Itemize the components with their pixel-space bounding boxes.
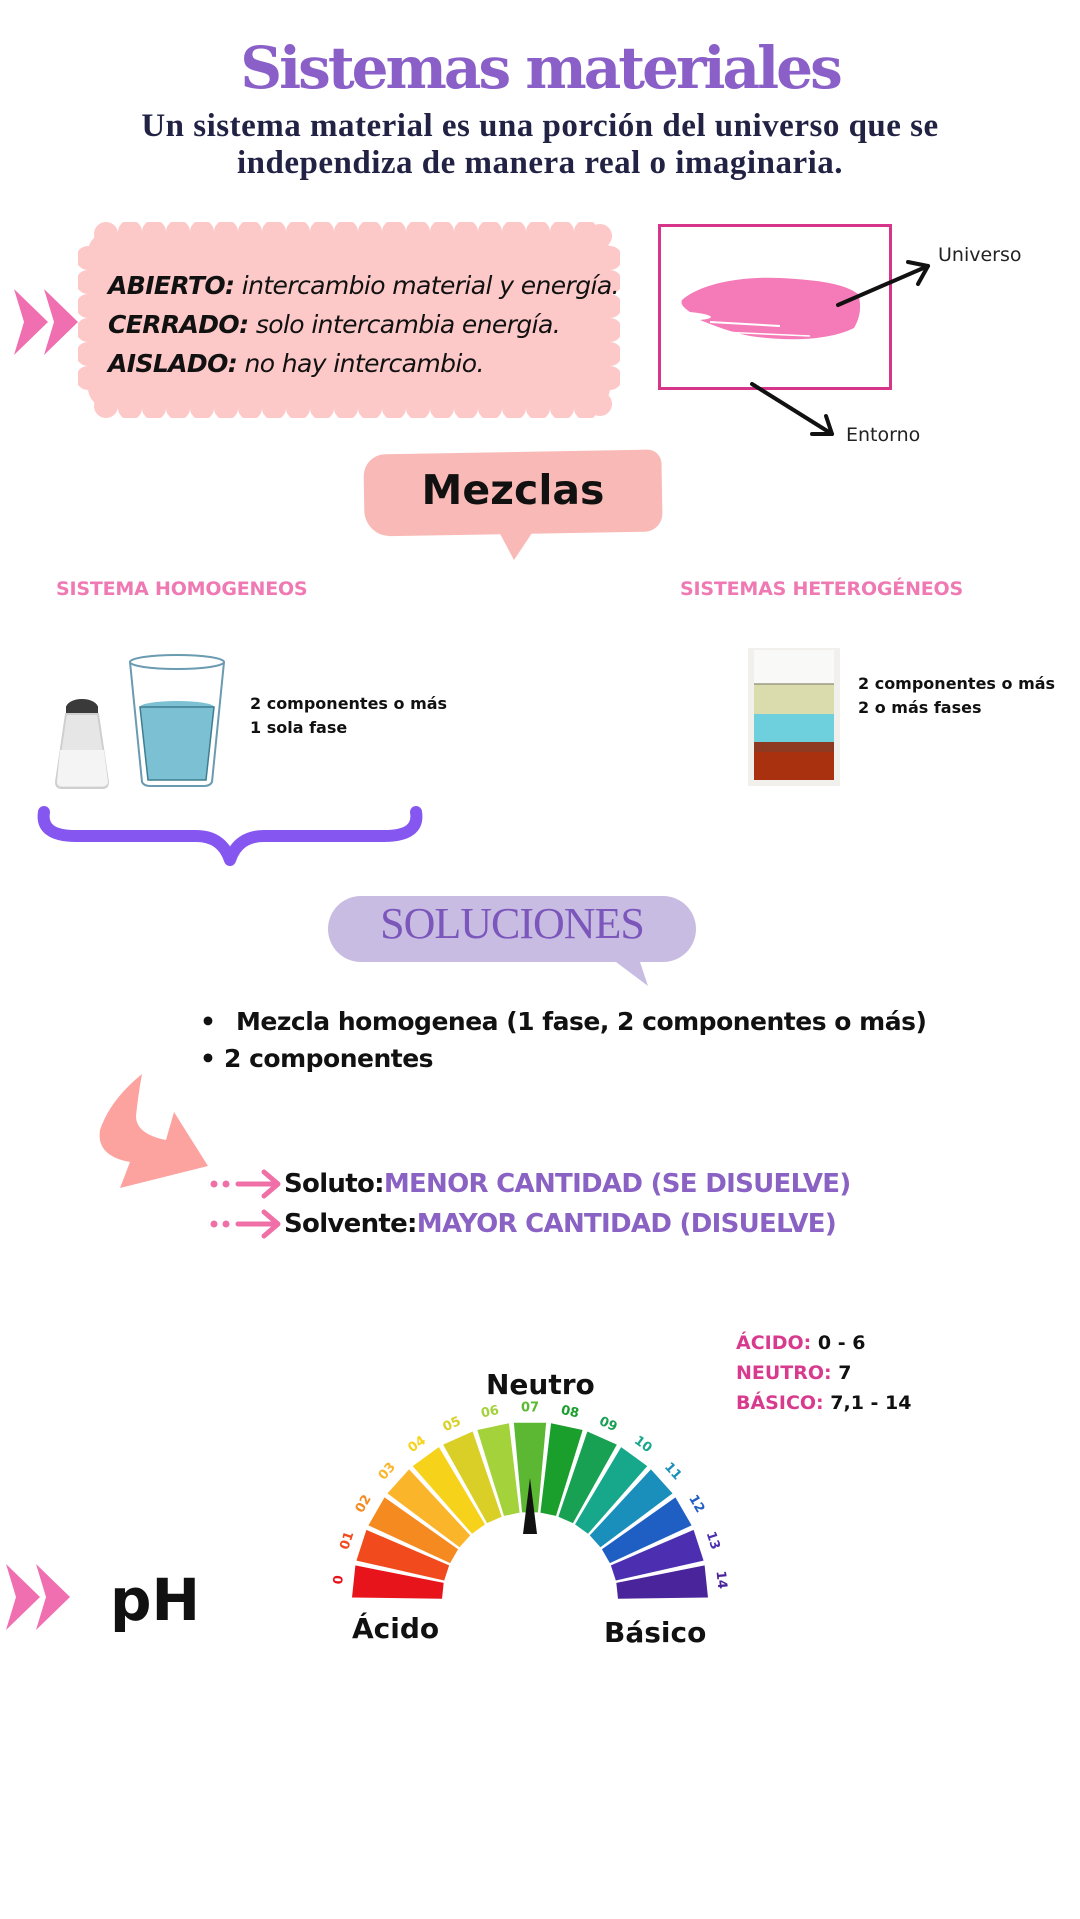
- dotted-arrow-icon: [210, 1169, 281, 1199]
- subtitle-line-2: independiza de manera real o imaginaria.: [236, 145, 844, 181]
- ph-segment: [443, 1431, 502, 1524]
- mezclas-bubble-tail: [498, 530, 534, 560]
- ph-segment: [356, 1529, 450, 1581]
- heterogeneous-description: 2 componentes o más 2 o más fases: [858, 674, 1056, 717]
- ph-tick-label: 11: [661, 1460, 684, 1483]
- soluciones-title: SOLUCIONES: [380, 899, 645, 948]
- cloud-box-background: [78, 222, 620, 418]
- ph-legend: ÁCIDO: 0 - 6 NEUTRO: 7 BÁSICO: 7,1 - 14: [736, 1328, 911, 1418]
- ph-segment: [368, 1497, 459, 1564]
- ph-segment: [477, 1423, 520, 1516]
- layered-liquid-beaker-icon: [748, 648, 840, 786]
- ph-segment: [352, 1565, 444, 1599]
- ph-segment: [610, 1529, 704, 1581]
- system-type-closed: CERRADO: solo intercambia energía.: [108, 310, 561, 339]
- ph-tick-label: 01: [337, 1530, 357, 1552]
- ph-segment: [616, 1565, 708, 1599]
- subtitle-line-1: Un sistema material es una porción del u…: [141, 108, 939, 144]
- double-chevron-icon: [14, 289, 78, 355]
- system-type-isolated: AISLADO: no hay intercambio.: [108, 349, 484, 378]
- universe-frame: [658, 224, 892, 390]
- bullet-item: 2 componentes: [200, 1040, 926, 1077]
- homogeneous-heading: SISTEMA HOMOGENEOS: [56, 578, 308, 600]
- ph-segment: [558, 1431, 617, 1524]
- ph-segment: [513, 1422, 547, 1513]
- water-glass-icon: [129, 654, 225, 787]
- page-subtitle: Un sistema material es una porción del u…: [60, 108, 1020, 182]
- universe-label: Universo: [938, 244, 1022, 266]
- heterogeneous-heading: SISTEMAS HETEROGÉNEOS: [680, 578, 963, 600]
- curly-brace-icon: [37, 806, 423, 866]
- gauge-acid-label: Ácido: [352, 1612, 440, 1645]
- ph-segment: [412, 1447, 485, 1534]
- page-title: Sistemas materiales: [240, 34, 842, 102]
- ph-tick-label: 14: [713, 1570, 730, 1590]
- ph-gauge-segments: [352, 1422, 708, 1599]
- ph-legend-acid: ÁCIDO: 0 - 6: [736, 1332, 866, 1354]
- mezclas-title: Mezclas: [421, 466, 605, 514]
- ph-tick-label: 03: [376, 1460, 399, 1483]
- system-types-list: ABIERTO: intercambio material y energía.…: [108, 266, 620, 383]
- dotted-arrow-icon: [210, 1209, 281, 1239]
- ph-segment: [387, 1469, 471, 1548]
- gauge-needle-icon: [523, 1478, 537, 1534]
- soluciones-bullet-list: Mezcla homogenea (1 fase, 2 componentes …: [200, 1003, 927, 1077]
- ph-segment: [575, 1447, 648, 1534]
- ph-segment: [601, 1497, 692, 1564]
- salt-shaker-icon: [54, 699, 110, 789]
- ph-tick-label: 04: [405, 1433, 428, 1456]
- solvent-definition: Solvente:MAYOR CANTIDAD (DISUELVE): [208, 1208, 837, 1240]
- gauge-basic-label: Básico: [604, 1616, 707, 1649]
- gauge-neutral-label: Neutro: [486, 1368, 595, 1401]
- soluciones-bubble-tail: [600, 950, 648, 986]
- pink-brush-stroke-icon: [681, 277, 861, 340]
- environment-label: Entorno: [846, 424, 921, 446]
- diagram-arrows: [750, 260, 930, 436]
- solute-definition: Soluto:MENOR CANTIDAD (SE DISUELVE): [208, 1168, 851, 1200]
- curved-arrow-icon: [99, 1074, 208, 1188]
- ph-segment: [540, 1423, 583, 1516]
- ph-legend-basic: BÁSICO: 7,1 - 14: [736, 1392, 912, 1414]
- double-chevron-icon: [6, 1564, 70, 1630]
- ph-tick-label: 13: [703, 1530, 723, 1552]
- ph-segment: [589, 1469, 673, 1548]
- homogeneous-description: 2 componentes o más 1 sola fase: [250, 694, 448, 737]
- ph-tick-label: 0: [331, 1575, 347, 1586]
- ph-tick-label: 07: [521, 1401, 539, 1416]
- system-type-open: ABIERTO: intercambio material y energía.: [108, 271, 620, 300]
- ph-tick-label: 08: [560, 1403, 581, 1421]
- bullet-item: Mezcla homogenea (1 fase, 2 componentes …: [200, 1003, 927, 1040]
- ph-tick-label: 02: [353, 1492, 375, 1515]
- ph-tick-label: 10: [631, 1433, 654, 1456]
- ph-legend-neutral: NEUTRO: 7: [736, 1362, 852, 1384]
- ph-tick-label: 12: [685, 1492, 707, 1515]
- ph-tick-label: 09: [597, 1414, 620, 1435]
- ph-tick-label: 06: [480, 1403, 501, 1421]
- ph-title: pH: [110, 1566, 201, 1634]
- ph-tick-label: 05: [441, 1414, 464, 1435]
